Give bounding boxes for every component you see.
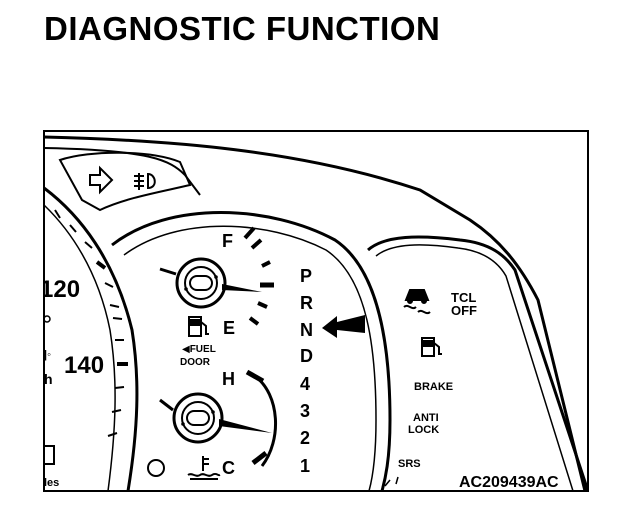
trip-reset-knob [147,459,165,477]
fuel-door-label-line1: ◀FUEL [182,344,216,355]
gear-letter-r: R [300,293,313,313]
srs-warning-label: SRS [398,458,421,470]
gear-digit-3: 3 [300,401,310,421]
center-gauge-bezel [111,211,392,491]
gear-digit-2: 2 [300,428,310,448]
speed-label-120: 120 [40,276,80,303]
turn-signal-arrow-icon [89,165,114,195]
odometer-unit-partial: les [44,477,59,489]
fuel-full-label: F [222,231,233,251]
fuel-pump-icon [188,316,209,337]
fog-light-icon [134,172,156,190]
figure-id-label: AC209439AC [459,474,559,491]
anti-lock-label-line1: ANTI [413,412,439,424]
temperature-gauge [159,369,278,467]
tcl-label-line2: OFF [451,303,477,318]
gear-letter-n: N [300,320,313,340]
temp-hot-label: H [222,369,235,389]
odometer-display [44,445,55,465]
page-title: DIAGNOSTIC FUNCTION [44,10,441,47]
traction-control-icon [403,289,431,315]
speed-label-140: 140 [64,352,104,379]
gear-digit-1: 1 [300,456,310,476]
cluster-housing-outline [44,135,587,491]
coolant-temperature-icon [187,456,221,480]
indicator-pod [58,151,192,212]
anti-lock-label-line2: LOCK [408,424,439,436]
gear-letter-p: P [300,266,312,286]
fuel-door-label-line2: DOOR [180,357,211,368]
gear-indicator: P R N D 4 3 2 1 [300,266,313,476]
temp-cold-label: C [222,458,235,478]
fuel-empty-label: E [223,318,235,338]
svg-text:|◦: |◦ [44,349,51,361]
speedometer-bezel [44,186,139,491]
brake-warning-label: BRAKE [414,381,453,393]
low-fuel-warning-icon [421,337,442,357]
svg-text:h: h [44,371,53,387]
warning-panel-outline [367,235,588,491]
gear-digit-4: 4 [300,374,310,394]
tcl-label-line1: TCL [451,290,476,305]
callout-arrow-icon [322,315,365,338]
fuel-gauge [159,226,274,326]
speedometer-ticks [54,209,128,437]
gear-letter-d: D [300,346,313,366]
